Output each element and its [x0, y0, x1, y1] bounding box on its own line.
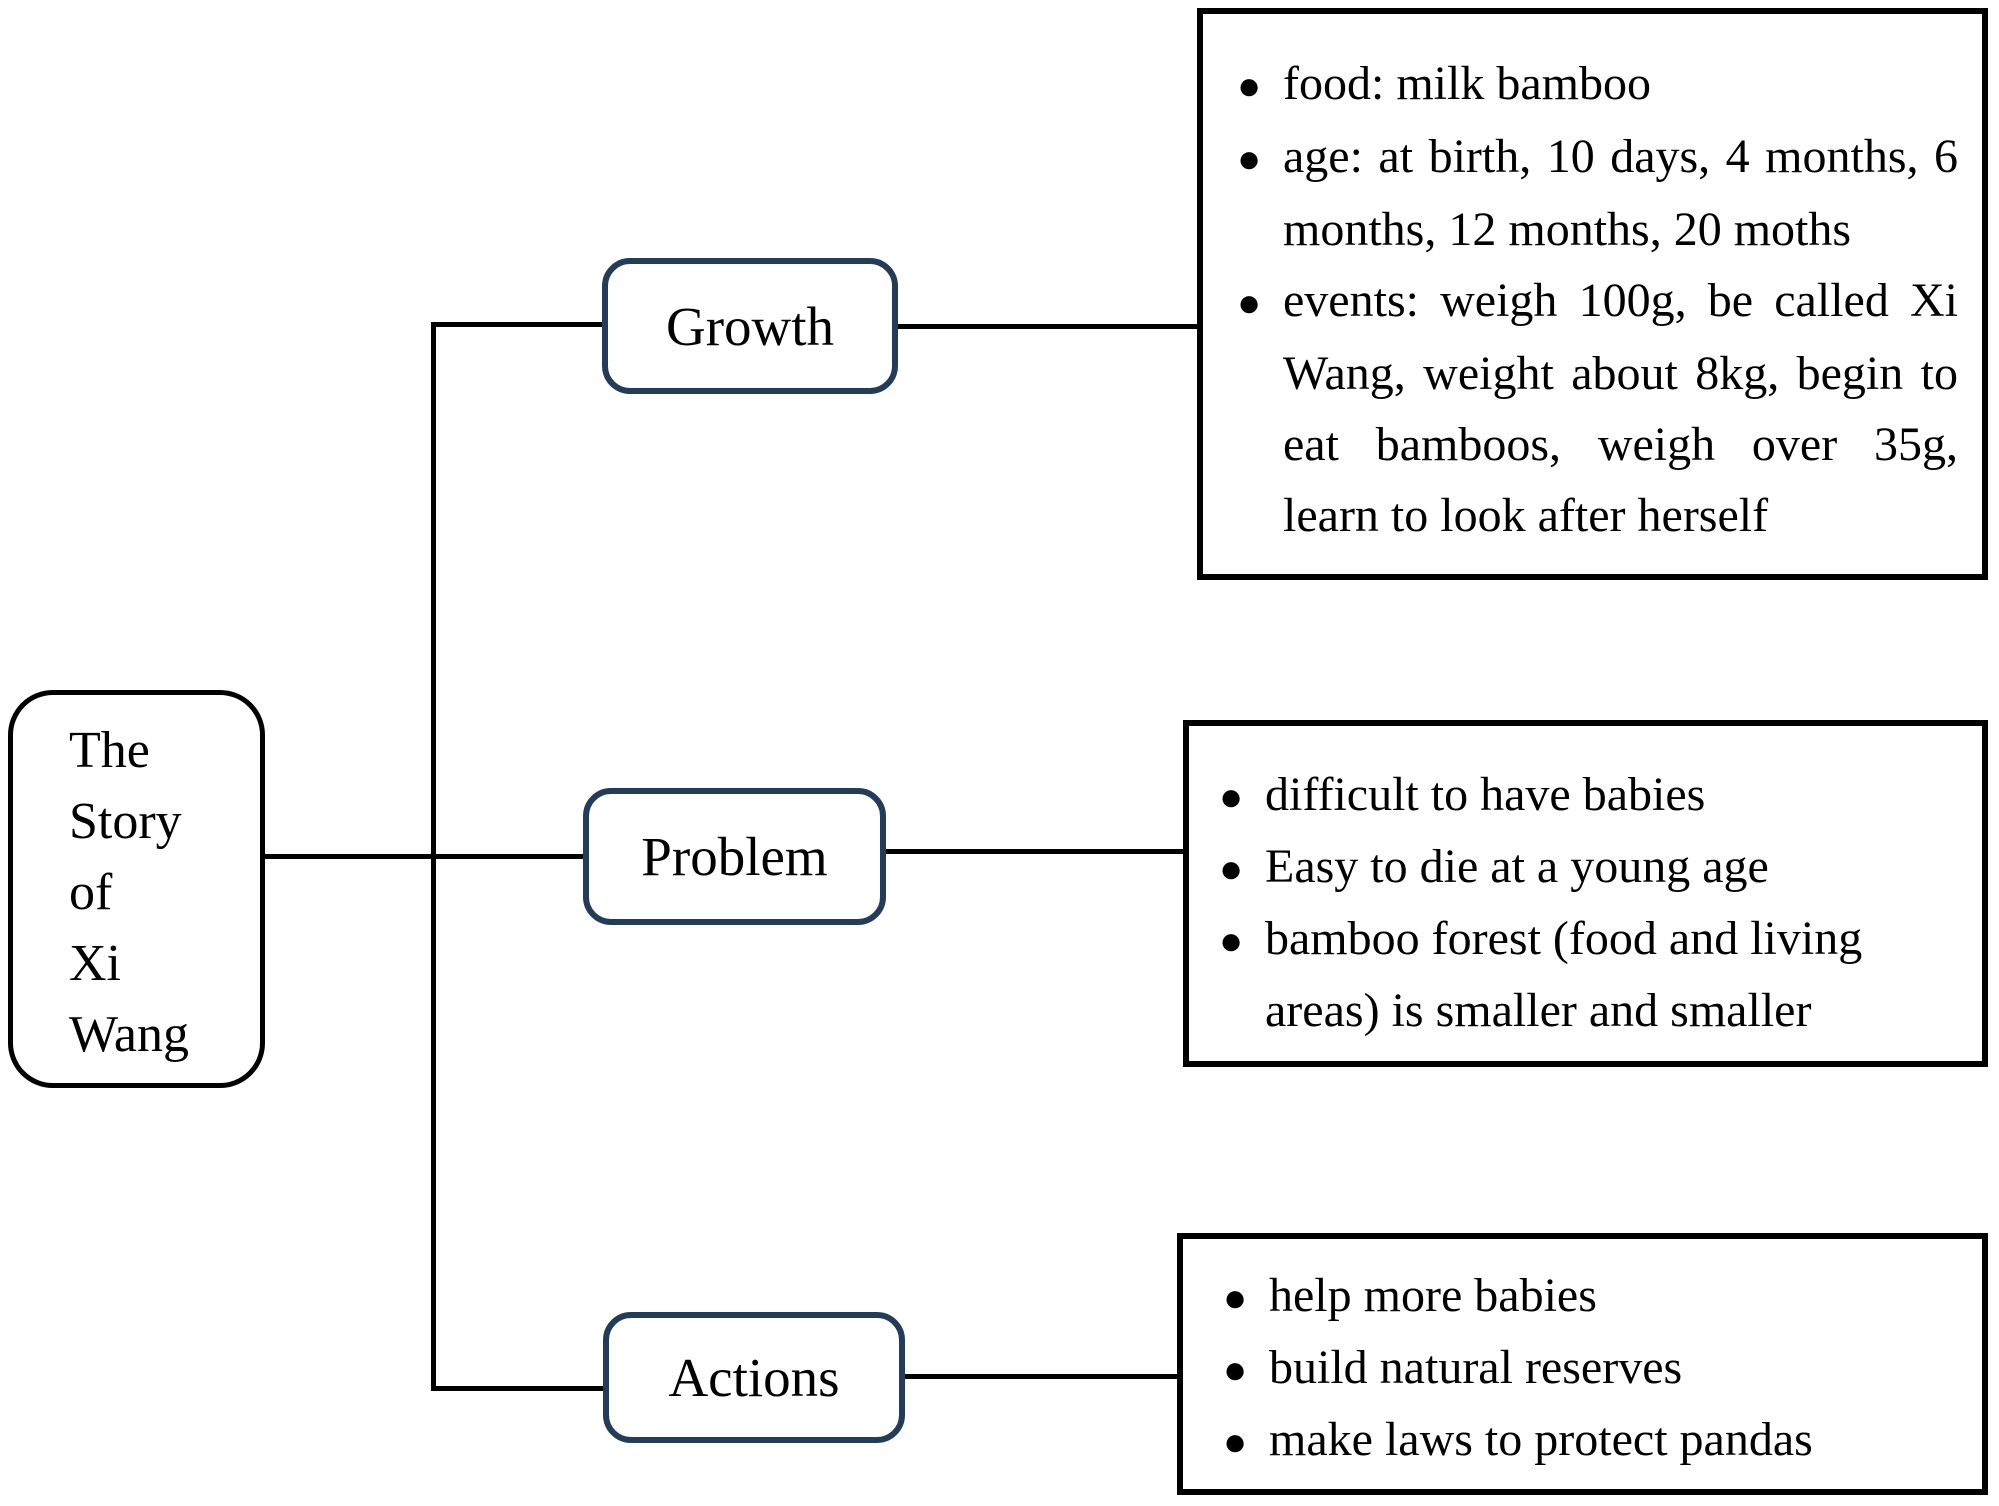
item-text: difficult to have babies: [1265, 768, 1706, 821]
branch-label: Growth: [665, 295, 835, 357]
branch-label: Actions: [668, 1347, 840, 1408]
connector-trunk: [431, 322, 436, 1391]
list-item: ● events: weigh 100g, be called Xi: [1237, 265, 1958, 338]
item-text: help more babies: [1269, 1269, 1597, 1322]
bullet-icon: ●: [1237, 136, 1262, 181]
detail-panel-actions: ● help more babies ● build natural reser…: [1177, 1233, 1988, 1495]
item-text: learn to look after herself: [1283, 489, 1769, 542]
list-item: ● build natural reserves: [1223, 1333, 1958, 1405]
item-text: Easy to die at a young age: [1265, 840, 1769, 893]
list-item: ● Easy to die at a young age: [1219, 832, 1958, 904]
connector-problem-to-panel: [884, 849, 1183, 854]
item-text: food: milk bamboo: [1283, 57, 1651, 110]
detail-panel-growth: ● food: milk bamboo ● age: at birth, 10 …: [1197, 8, 1988, 580]
list-item: ● age: at birth, 10 days, 4 months, 6: [1237, 121, 1958, 194]
branch-label: Problem: [641, 826, 828, 887]
root-node: The Story of Xi Wang: [8, 690, 265, 1088]
item-text: events: weigh 100g, be called Xi: [1283, 274, 1958, 327]
list-item: ● bamboo forest (food and living: [1219, 904, 1958, 976]
list-item: ● help more babies: [1223, 1261, 1958, 1333]
list-item: ● make laws to protect pandas: [1223, 1405, 1958, 1477]
bullet-icon: ●: [1223, 1347, 1248, 1392]
root-node-line: Story: [69, 793, 182, 850]
list-item-continuation: Wang, weight about 8kg, begin to: [1237, 338, 1958, 409]
item-text: age: at birth, 10 days, 4 months, 6: [1283, 130, 1958, 183]
list-item: ● difficult to have babies: [1219, 760, 1958, 832]
detail-panel-problem: ● difficult to have babies ● Easy to die…: [1183, 720, 1988, 1067]
root-node-line: Xi: [69, 935, 121, 992]
list-item-continuation: areas) is smaller and smaller: [1219, 976, 1958, 1046]
connector-actions-to-panel: [903, 1374, 1177, 1379]
bullet-icon: ●: [1237, 280, 1262, 325]
list-item: ● food: milk bamboo: [1237, 48, 1958, 121]
item-text: eat bamboos, weigh over 35g,: [1283, 418, 1958, 471]
bullet-icon: ●: [1237, 63, 1262, 108]
root-node-line: of: [69, 864, 113, 921]
root-node-line: Wang: [69, 1006, 189, 1063]
bullet-icon: ●: [1223, 1419, 1248, 1464]
item-text: make laws to protect pandas: [1269, 1413, 1813, 1466]
item-text: Wang, weight about 8kg, begin to: [1283, 347, 1958, 400]
bullet-icon: ●: [1219, 846, 1244, 891]
list-item-continuation: months, 12 months, 20 moths: [1237, 194, 1958, 265]
branch-node-growth: Growth: [602, 258, 898, 394]
root-node-line: The: [69, 722, 150, 779]
item-text: bamboo forest (food and living: [1265, 912, 1863, 965]
bullet-icon: ●: [1219, 774, 1244, 819]
bullet-icon: ●: [1219, 918, 1244, 963]
connector-trunk-to-growth: [431, 322, 602, 327]
branch-node-problem: Problem: [583, 788, 886, 925]
item-text: build natural reserves: [1269, 1341, 1683, 1394]
connector-root-to-trunk: [262, 854, 583, 859]
list-item-continuation: learn to look after herself: [1237, 480, 1958, 551]
branch-node-actions: Actions: [603, 1312, 905, 1443]
item-text: areas) is smaller and smaller: [1265, 984, 1812, 1037]
connector-trunk-to-actions: [431, 1386, 603, 1391]
connector-growth-to-panel: [896, 324, 1197, 329]
bullet-icon: ●: [1223, 1275, 1248, 1320]
list-item-continuation: eat bamboos, weigh over 35g,: [1237, 409, 1958, 480]
item-text: months, 12 months, 20 moths: [1283, 203, 1852, 256]
